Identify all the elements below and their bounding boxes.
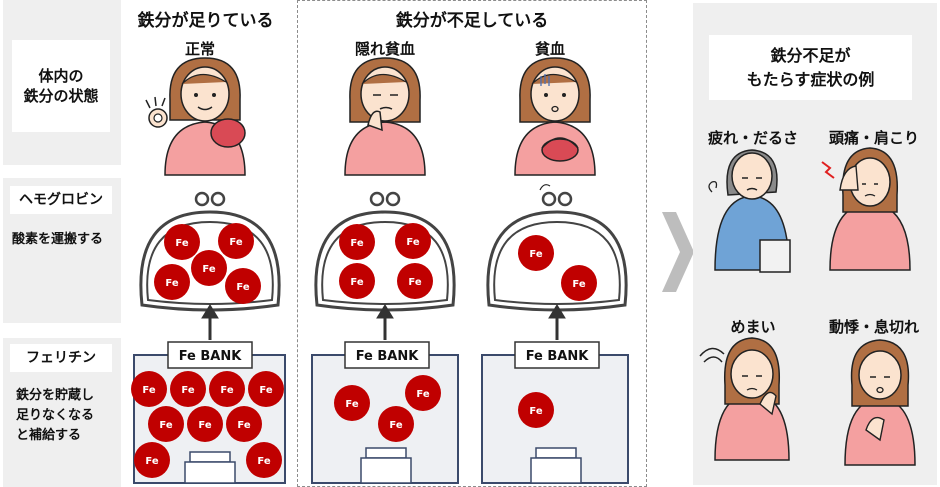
fe-coin: Fe (175, 238, 188, 249)
palpitation-person-illustration (844, 339, 916, 466)
symptom-dizziness-label: めまい (730, 318, 776, 336)
bank-label-normal: Fe BANK (179, 349, 243, 364)
normal-woman-illustration (145, 57, 246, 176)
chevron-right-icon (662, 212, 694, 292)
purse-anemia (486, 191, 628, 312)
label-normal: 正常 (184, 40, 215, 58)
coins-bank-normal: Fe Fe Fe Fe Fe Fe Fe Fe Fe (131, 371, 284, 478)
transfer-arrows (201, 304, 566, 340)
sufficient-header: 鉄分が足りている (137, 11, 274, 31)
purse-hidden-anemia (314, 191, 456, 312)
fe-coin: Fe (572, 279, 585, 290)
fe-coin: Fe (257, 456, 270, 467)
fe-coin: Fe (389, 420, 402, 431)
fe-coin: Fe (350, 277, 363, 288)
fe-coin: Fe (202, 264, 215, 275)
fe-coin: Fe (345, 399, 358, 410)
label-anemia: 貧血 (534, 40, 565, 58)
fe-coin: Fe (529, 249, 542, 260)
fe-coin: Fe (145, 456, 158, 467)
fe-coin: Fe (229, 237, 242, 248)
fe-coin: Fe (198, 420, 211, 431)
ferritin-description: 鉄分を貯蔵し 足りなくなる と補給する (16, 388, 95, 444)
bank-anemia (481, 354, 629, 484)
bank-label-anemia: Fe BANK (526, 349, 590, 364)
fe-coin: Fe (236, 282, 249, 293)
coins-purse-anemia: Fe Fe (518, 235, 597, 301)
anemia-woman-illustration (514, 57, 596, 191)
insufficient-header: 鉄分が不足している (395, 11, 549, 31)
symptom-fatigue-label: 疲れ・だるさ (707, 129, 798, 147)
symptoms-title: 鉄分不足が もたらす症状の例 (746, 46, 875, 89)
coins-purse-normal: Fe Fe Fe Fe Fe (154, 223, 261, 304)
dizziness-person-illustration (699, 337, 790, 461)
fe-coin: Fe (165, 278, 178, 289)
ferritin-title: フェリチン (10, 344, 112, 372)
fe-coin: Fe (142, 385, 155, 396)
coins-purse-hidden-anemia: Fe Fe Fe Fe (339, 223, 433, 299)
fe-coin: Fe (350, 238, 363, 249)
bank-hidden-anemia (311, 354, 459, 484)
fe-coin: Fe (416, 389, 429, 400)
hemoglobin-title: ヘモグロビン (10, 186, 112, 214)
row-label-body-iron: 体内の 鉄分の状態 (12, 40, 110, 132)
hemoglobin-description: 酸素を運搬する (12, 232, 104, 247)
bank-label-hidden-anemia: Fe BANK (356, 349, 420, 364)
label-hidden-anemia: 隠れ貧血 (354, 40, 415, 58)
symptom-headache-label: 頭痛・肩こり (828, 129, 919, 147)
hidden-anemia-woman-illustration (344, 57, 426, 176)
fe-coin: Fe (220, 385, 233, 396)
fe-coin: Fe (259, 385, 272, 396)
coins-bank-anemia: Fe (518, 392, 554, 428)
fe-coin: Fe (408, 277, 421, 288)
fe-coin: Fe (529, 406, 542, 417)
fe-coin: Fe (159, 420, 172, 431)
fe-coin: Fe (237, 420, 250, 431)
fe-coin: Fe (181, 385, 194, 396)
symptom-palpitation-label: 動悸・息切れ (828, 318, 919, 336)
fe-coin: Fe (406, 237, 419, 248)
headache-person-illustration (821, 147, 911, 271)
coins-bank-hidden-anemia: Fe Fe Fe (334, 375, 441, 442)
fatigue-person-illustration (708, 149, 791, 273)
